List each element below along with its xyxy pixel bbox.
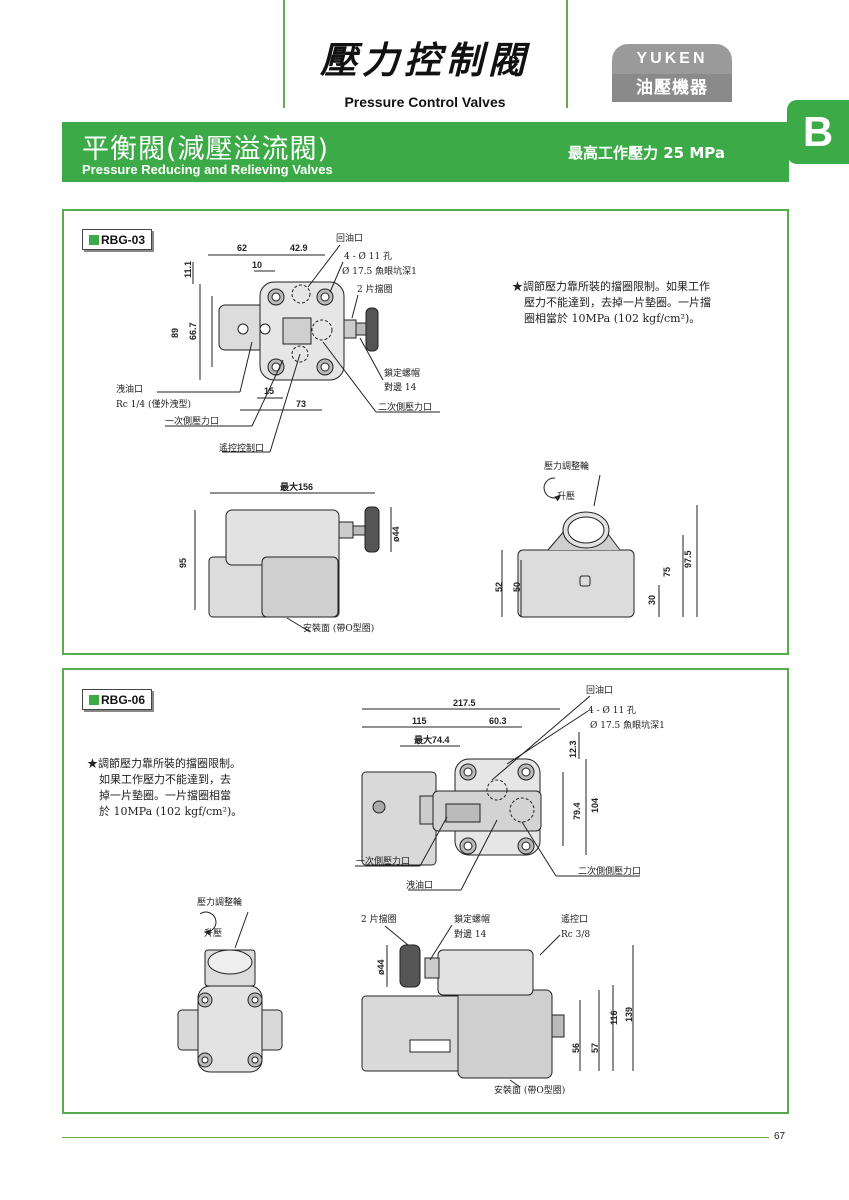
dim-15: 15 <box>264 386 274 396</box>
rbg06-top-view <box>355 695 640 891</box>
rbg06-dims: 217.5 115 60.3 最大74.4 12.3 79.4 104 ø44 … <box>376 698 634 1053</box>
label-mount-face: 安裝面 (帶O型圈) <box>303 622 374 634</box>
rbg06-side-view <box>361 924 634 1088</box>
page-title-en: Pressure Control Valves <box>344 94 506 110</box>
rbg03-dims: 62 42.9 10 11.1 89 66.7 15 73 最大156 ø44 … <box>170 243 693 605</box>
dim-75: 75 <box>662 567 672 577</box>
label-return-port: 回油口 <box>336 232 363 244</box>
rbg03-side-view <box>194 492 392 633</box>
logo-subtitle: 油壓機器 <box>612 74 732 102</box>
dim-62: 62 <box>237 243 247 253</box>
dim-11-1: 11.1 <box>183 261 193 278</box>
dim-104: 104 <box>590 798 600 813</box>
rbg03-end-view <box>501 474 698 618</box>
header-divider-right <box>566 0 568 108</box>
dim-116: 116 <box>609 1010 619 1025</box>
rbg03-model-text: RBG-03 <box>101 233 146 247</box>
rbg06-note-line-4: 於 10MPa (102 kgf/cm²)。 <box>99 805 243 818</box>
dim-max156: 最大156 <box>280 481 313 492</box>
label-drain-port: 洩油口 <box>116 383 143 395</box>
label-mount-face-06: 安裝面 (帶O型圈) <box>494 1084 565 1096</box>
model-marker <box>89 235 99 245</box>
label-primary-port: 一次側壓力口 <box>165 415 219 427</box>
rbg03-model-label: RBG-03 <box>82 229 153 250</box>
label-across-flats-06: 對邊 14 <box>454 928 487 940</box>
label-return-port-06: 回油口 <box>586 684 613 696</box>
dim-217-5: 217.5 <box>453 698 476 708</box>
label-adj-wheel: 壓力調整輪 <box>544 460 589 472</box>
rbg06-note-line-1: ★調節壓力靠所裝的擋圈限制。 <box>87 757 241 770</box>
dim-12-3: 12.3 <box>568 740 578 758</box>
label-adj-wheel-06: 壓力調整輪 <box>197 896 242 908</box>
label-remote-thread-06: Rc 3/8 <box>561 930 590 940</box>
rbg03-note-line-3: 圈相當於 10MPa (102 kgf/cm²)。 <box>524 312 701 325</box>
dim-60-3: 60.3 <box>489 716 507 726</box>
label-increase-06: 升壓 <box>204 928 222 939</box>
rbg03-panel <box>62 209 789 655</box>
rbg03-labels: 回油口 4 - Ø 11 孔 Ø 17.5 魚眼坑深1 2 片擋圈 洩油口 Rc… <box>116 232 589 634</box>
max-pressure: 最高工作壓力 25 MPa <box>568 144 725 162</box>
label-across-flats: 對邊 14 <box>384 381 417 393</box>
rbg03-note-line-1: ★調節壓力靠所裝的擋圈限制。如果工作 <box>512 280 710 293</box>
page-title-zh: 壓力控制閥 <box>320 39 530 82</box>
label-counterbore: Ø 17.5 魚眼坑深1 <box>342 265 417 277</box>
dim-dia44: ø44 <box>391 526 401 542</box>
dim-73: 73 <box>296 399 306 409</box>
label-drain-thread: Rc 1/4 (僅外洩型) <box>116 398 191 410</box>
dim-57: 57 <box>590 1043 600 1053</box>
label-remote-port: 遙控控制口 <box>219 442 264 454</box>
label-increase: 升壓 <box>557 491 575 502</box>
dim-139: 139 <box>624 1007 634 1022</box>
rbg06-model-label: RBG-06 <box>82 689 153 710</box>
label-two-rings: 2 片擋圈 <box>357 283 393 295</box>
dim-56: 56 <box>571 1043 581 1053</box>
section-band <box>62 122 789 182</box>
dim-97-5: 97.5 <box>683 550 693 568</box>
dim-115: 115 <box>412 716 427 726</box>
label-lock-nut-06: 鎖定螺帽 <box>454 913 490 925</box>
label-drain-port-06: 洩油口 <box>406 879 433 891</box>
label-holes-06: 4 - Ø 11 孔 <box>588 705 636 716</box>
rbg06-model-text: RBG-06 <box>101 693 146 707</box>
dim-50: 50 <box>512 582 522 592</box>
label-secondary-port-06: 二次側側壓力口 <box>578 865 641 877</box>
rbg06-note-line-3: 掉一片墊圈。一片擋圈相當 <box>99 789 231 802</box>
rbg06-panel <box>62 668 789 1114</box>
dim-89: 89 <box>170 328 180 338</box>
chapter-tab: B <box>787 100 849 164</box>
dim-dia44-06: ø44 <box>376 959 386 975</box>
rbg06-end-view <box>177 911 283 1073</box>
rbg03-note-line-2: 壓力不能達到，去掉一片墊圈。一片擋 <box>524 296 711 309</box>
dim-30: 30 <box>647 595 657 605</box>
label-two-rings-06: 2 片擋圈 <box>361 913 397 925</box>
footer-rule <box>62 1137 769 1138</box>
section-title-en: Pressure Reducing and Relieving Valves <box>82 162 333 177</box>
dim-52: 52 <box>494 582 504 592</box>
label-secondary-port: 二次側壓力口 <box>378 401 432 413</box>
dim-79-4: 79.4 <box>572 802 582 820</box>
model-marker <box>89 695 99 705</box>
rbg03-top-view <box>157 244 440 453</box>
page-number: 67 <box>774 1131 786 1142</box>
section-title-zh: 平衡閥(減壓溢流閥) <box>82 134 330 165</box>
label-holes: 4 - Ø 11 孔 <box>344 251 392 262</box>
dim-95: 95 <box>178 558 188 568</box>
label-remote-port-06: 遙控口 <box>561 913 588 925</box>
label-counterbore-06: Ø 17.5 魚眼坑深1 <box>590 719 665 731</box>
label-primary-port-06: 一次側壓力口 <box>356 855 410 867</box>
rbg06-note-line-2: 如果工作壓力不能達到，去 <box>99 773 231 786</box>
dim-10: 10 <box>252 260 262 270</box>
header-divider-left <box>283 0 285 108</box>
logo-brand: YUKEN <box>612 44 732 74</box>
label-lock-nut: 鎖定螺帽 <box>384 367 420 379</box>
yuken-logo: YUKEN 油壓機器 <box>612 44 732 104</box>
dim-42-9: 42.9 <box>290 243 308 253</box>
dim-66-7: 66.7 <box>188 322 198 340</box>
dim-max74-4: 最大74.4 <box>414 734 450 745</box>
rbg06-note: ★調節壓力靠所裝的擋圈限制。 如果工作壓力不能達到，去 掉一片墊圈。一片擋圈相當… <box>87 756 242 820</box>
rbg06-labels: 回油口 4 - Ø 11 孔 Ø 17.5 魚眼坑深1 一次側壓力口 洩油口 二… <box>197 684 665 1096</box>
rbg03-note: ★調節壓力靠所裝的擋圈限制。如果工作 壓力不能達到，去掉一片墊圈。一片擋 圈相當… <box>512 279 711 327</box>
